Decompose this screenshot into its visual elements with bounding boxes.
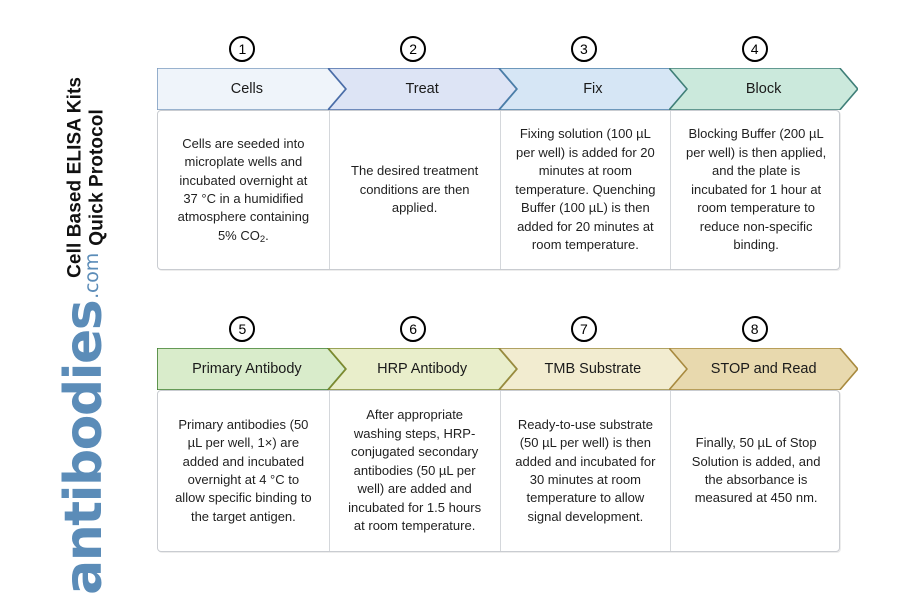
description-card-5: Primary antibodies (50 µL per well, 1×) … — [158, 391, 329, 551]
description-card-group-1: Cells are seeded into microplate wells a… — [157, 110, 840, 270]
chevron-step-5[interactable]: Primary Antibody — [157, 348, 346, 390]
description-text: Blocking Buffer (200 µL per well) is the… — [686, 126, 827, 253]
step-number-label: 8 — [750, 321, 759, 337]
chevron-shape — [327, 348, 517, 390]
chevron-step-8[interactable]: STOP and Read — [669, 348, 858, 390]
description-card-2: The desired treatment conditions are the… — [328, 111, 500, 269]
step-number-label: 6 — [409, 321, 418, 337]
chevron-shape — [498, 68, 688, 110]
description-card-4: Blocking Buffer (200 µL per well) is the… — [670, 111, 841, 269]
step-number-4: 4 — [741, 36, 768, 62]
logo-tld: .com — [80, 252, 103, 299]
chevron-label: Cells — [230, 81, 263, 97]
chevron-shape — [669, 348, 858, 390]
step-number-label: 3 — [579, 41, 588, 57]
description-text: Primary antibodies (50 µL per well, 1×) … — [175, 416, 312, 524]
chevron-step-4[interactable]: Block — [669, 68, 858, 110]
protocol-row-1: 1 2 3 4 Cells Treat Fix Block Cells are seeded… — [157, 36, 858, 270]
description-card-7: Ready-to-use substrate (50 µL per well) … — [499, 391, 671, 551]
logo-wordmark: antibodies — [54, 300, 115, 595]
chevron-label: Fix — [583, 81, 603, 97]
step-number-label: 2 — [409, 41, 418, 57]
antibodies-logo: antibodies .com — [54, 253, 114, 595]
description-text: Cells are seeded into microplate wells a… — [177, 135, 310, 245]
description-card-group-2: Primary antibodies (50 µL per well, 1×) … — [157, 390, 840, 552]
step-number-8: 8 — [741, 316, 768, 342]
chevron-step-2[interactable]: Treat — [327, 68, 517, 110]
chevron-label: Treat — [405, 81, 439, 97]
step-number-5: 5 — [229, 316, 256, 342]
step-number-3: 3 — [570, 36, 597, 62]
chevron-step-7[interactable]: TMB Substrate — [498, 348, 688, 390]
step-number-2: 2 — [400, 36, 427, 62]
description-card-1: Cells are seeded into microplate wells a… — [158, 111, 329, 269]
chevron-label: STOP and Read — [710, 361, 817, 377]
description-card-8: Finally, 50 µL of Stop Solution is added… — [670, 391, 841, 551]
chevron-band-1: Cells Treat Fix Block — [157, 68, 858, 110]
description-text: After appropriate washing steps, HRP-con… — [348, 407, 482, 534]
step-number-6: 6 — [400, 316, 427, 342]
chevron-label: TMB Substrate — [544, 361, 642, 377]
step-number-strip-2: 5 6 7 8 — [157, 316, 840, 348]
step-number-label: 7 — [579, 321, 588, 337]
step-number-1: 1 — [229, 36, 256, 62]
chevron-step-6[interactable]: HRP Antibody — [327, 348, 517, 390]
description-card-3: Fixing solution (100 µL per well) is add… — [499, 111, 671, 269]
protocol-row-2: 5 6 7 8 Primary Antibody HRP Antibody TMB Sub… — [157, 316, 858, 552]
step-number-label: 4 — [750, 41, 759, 57]
chevron-shape — [669, 68, 858, 110]
step-number-label: 5 — [238, 321, 247, 337]
chevron-shape — [327, 68, 517, 110]
chevron-step-3[interactable]: Fix — [498, 68, 688, 110]
description-text: Fixing solution (100 µL per well) is add… — [515, 126, 656, 253]
step-number-label: 1 — [238, 41, 247, 57]
description-text: Finally, 50 µL of Stop Solution is added… — [691, 435, 821, 506]
description-text: Ready-to-use substrate (50 µL per well) … — [515, 416, 656, 524]
chevron-shape — [498, 348, 688, 390]
chevron-label: Block — [745, 81, 782, 97]
chevron-label: Primary Antibody — [192, 361, 302, 377]
description-text: The desired treatment conditions are the… — [351, 163, 479, 216]
chevron-label: HRP Antibody — [377, 361, 468, 377]
chevron-band-2: Primary Antibody HRP Antibody TMB Substrat… — [157, 348, 858, 390]
step-number-7: 7 — [570, 316, 597, 342]
step-number-strip-1: 1 2 3 4 — [157, 36, 840, 68]
chevron-step-1[interactable]: Cells — [157, 68, 346, 110]
description-card-6: After appropriate washing steps, HRP-con… — [328, 391, 500, 551]
